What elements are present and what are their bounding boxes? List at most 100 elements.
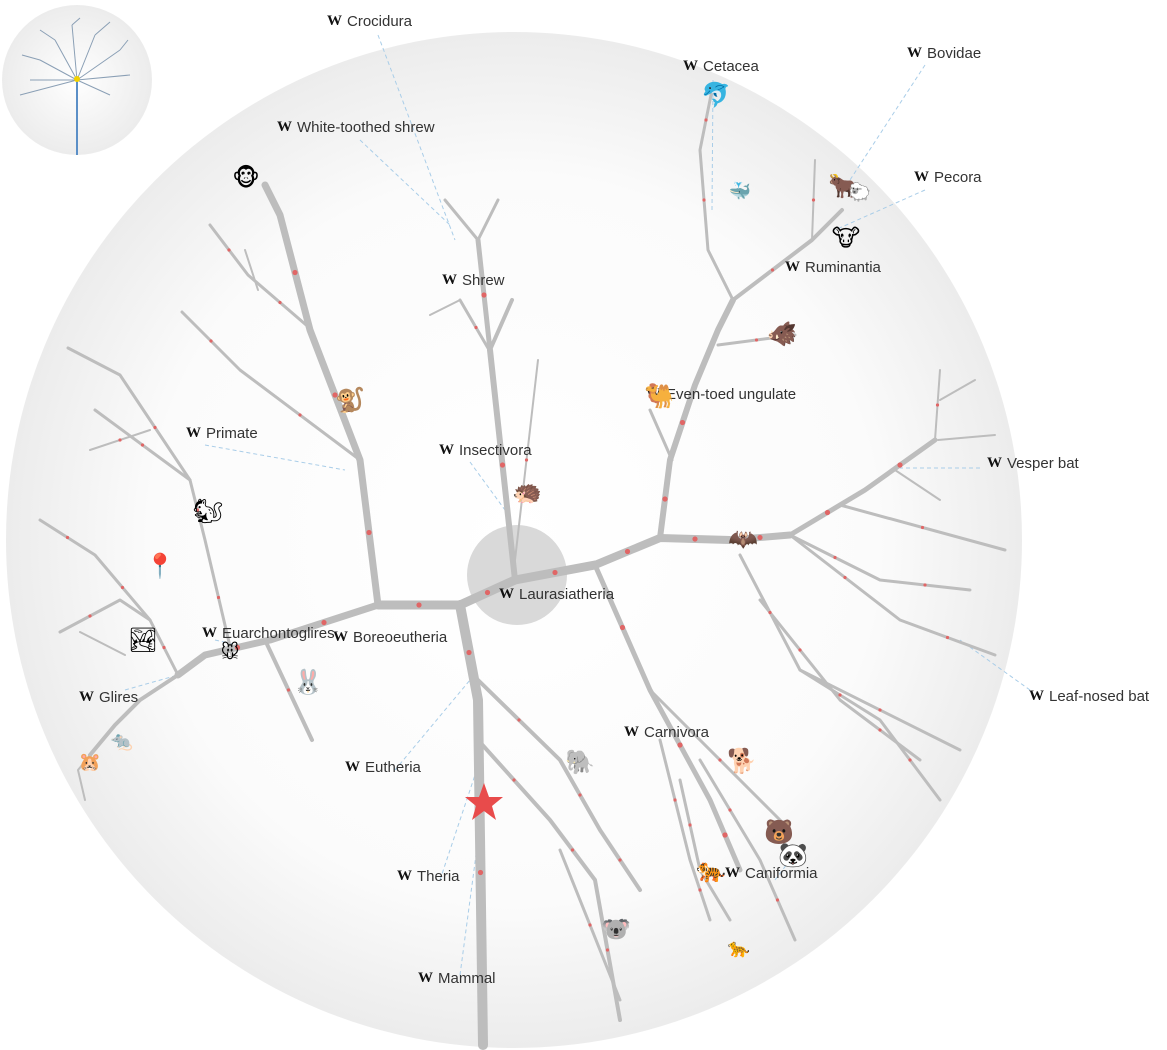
node-dot <box>140 443 145 447</box>
wikipedia-icon: W <box>624 724 639 740</box>
tree-branch <box>455 600 488 1050</box>
node-dot <box>838 693 842 697</box>
leopard-icon[interactable]: 🐆 <box>727 938 751 959</box>
rat-icon[interactable]: 🐀 <box>110 731 134 752</box>
node-dot <box>227 248 231 252</box>
wikipedia-icon: W <box>202 625 217 641</box>
camel-icon[interactable]: 🐫 <box>644 382 674 410</box>
elephant-icon[interactable]: 🐘 <box>565 748 595 776</box>
squirrel-icon[interactable]: 🐿 <box>192 497 224 525</box>
tree-branch <box>77 724 116 801</box>
node-dot <box>524 458 529 462</box>
tree-branch <box>648 408 674 462</box>
mouse-icon[interactable]: 🐭 <box>220 642 240 663</box>
wikipedia-icon: W <box>683 58 698 74</box>
boar-icon[interactable]: 🐗 <box>767 320 797 348</box>
hamster-icon[interactable]: 🐹 <box>78 752 102 773</box>
node-dot <box>162 645 166 650</box>
node-dot <box>775 898 780 902</box>
wikipedia-icon: W <box>785 259 800 275</box>
tree-branch <box>443 198 480 242</box>
node-dots <box>65 118 950 952</box>
node-dot <box>757 534 763 541</box>
node-dot <box>552 569 558 576</box>
wikipedia-icon: W <box>277 119 292 135</box>
tree-branch <box>208 223 314 332</box>
ox-icon[interactable]: 🐂 <box>828 172 858 200</box>
node-dot <box>770 268 775 272</box>
minimap[interactable] <box>2 5 152 155</box>
node-dot <box>605 948 610 952</box>
dog-icon[interactable]: 🐕 <box>727 747 757 775</box>
rabbit-icon[interactable]: 🐰 <box>293 668 323 696</box>
tree-branch <box>264 184 276 211</box>
node-dot <box>754 338 759 342</box>
dolphin-icon[interactable]: 🐬 <box>701 81 731 109</box>
wikipedia-icon: W <box>439 442 454 458</box>
wikipedia-icon: W <box>914 169 929 185</box>
node-dot <box>843 575 847 580</box>
node-dot <box>570 848 575 852</box>
node-dot <box>624 548 631 555</box>
bat-icon[interactable]: 🦇 <box>728 525 758 553</box>
node-dot <box>484 589 491 596</box>
node-dot <box>481 292 487 298</box>
node-dot <box>499 462 506 468</box>
whale-icon[interactable]: 🐳 <box>728 181 752 202</box>
landscape-icon[interactable]: 🏞 <box>127 626 159 654</box>
tree-branch <box>488 298 514 352</box>
pushpin-icon[interactable]: 📍 <box>145 552 175 580</box>
cow-face-icon[interactable]: 🐮 <box>831 224 861 252</box>
sheep-icon[interactable]: 🐑 <box>848 182 872 203</box>
node-dot <box>698 888 702 892</box>
node-dot <box>798 648 802 652</box>
panda-icon[interactable]: 🐼 <box>778 841 808 869</box>
hedgehog-icon[interactable]: 🦔 <box>512 478 542 506</box>
node-dot <box>153 425 157 430</box>
tiger-icon[interactable]: 🐅 <box>696 856 726 884</box>
node-dot <box>321 619 327 626</box>
tree-branch <box>894 469 941 501</box>
bear-icon[interactable]: 🐻 <box>764 818 794 846</box>
monkey-icon[interactable]: 🐒 <box>335 386 365 414</box>
node-dot <box>923 583 927 587</box>
tree-branch <box>698 758 797 942</box>
node-dot <box>768 610 772 615</box>
node-dot <box>728 808 732 812</box>
node-dot <box>474 325 478 330</box>
node-dot <box>692 536 698 542</box>
star-icon[interactable] <box>465 783 503 820</box>
wikipedia-icon: W <box>1029 688 1044 704</box>
koala-icon[interactable]: 🐨 <box>601 915 631 943</box>
tree-branch <box>788 533 972 592</box>
monkey-face-icon[interactable]: 🐵 <box>232 164 260 192</box>
wikipedia-icon: W <box>442 272 457 288</box>
node-dot <box>679 419 686 426</box>
tree-branch <box>758 598 922 762</box>
node-dot <box>702 198 706 202</box>
node-dot <box>286 688 291 692</box>
